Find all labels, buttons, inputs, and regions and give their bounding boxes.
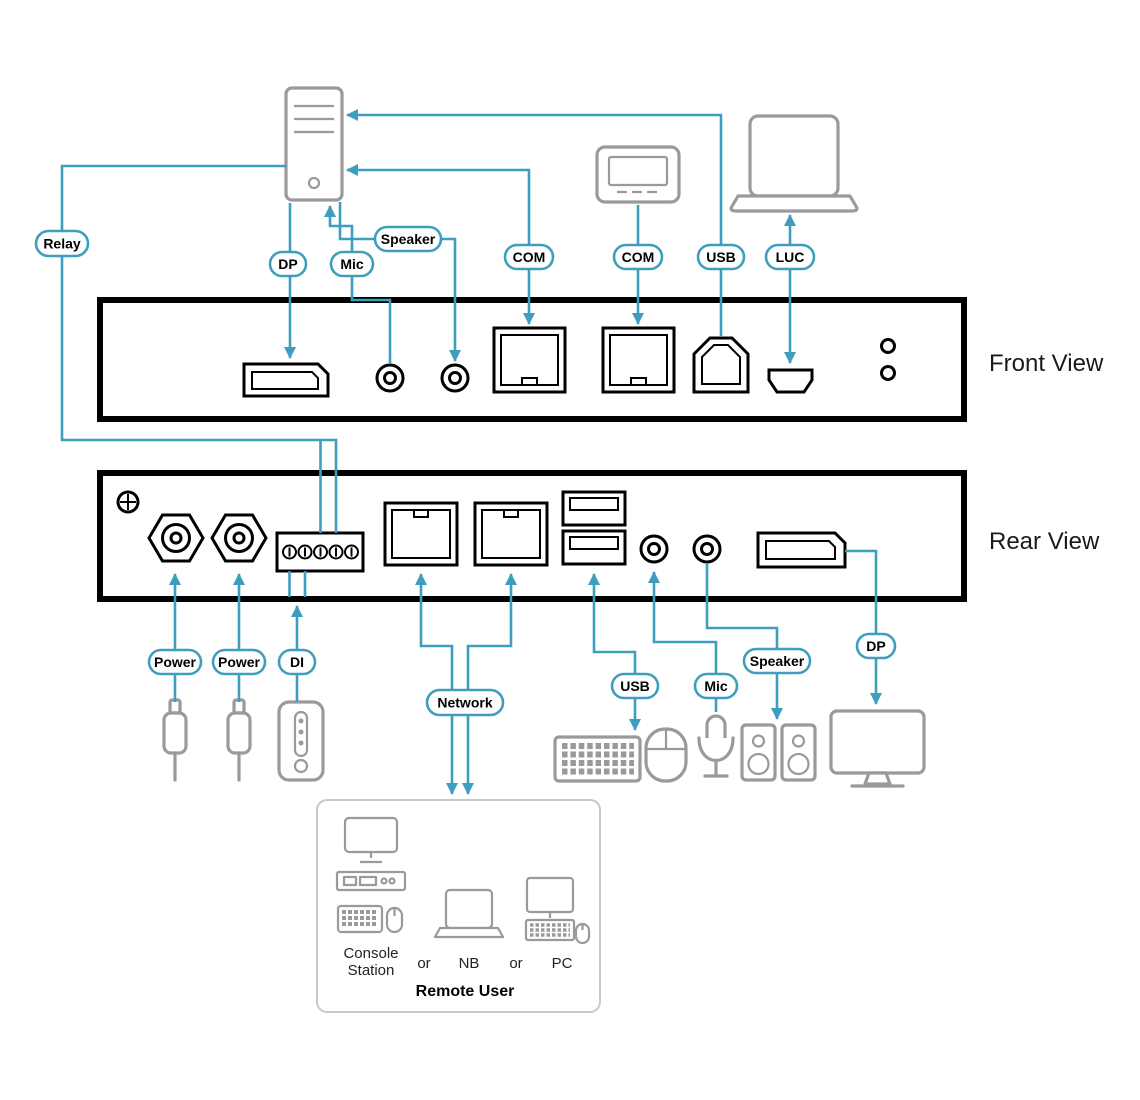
network-label-pill <box>425 688 505 717</box>
dp-front-label-pill <box>268 250 308 278</box>
speaker-jack-rear <box>692 534 722 564</box>
pc-label: PC <box>552 955 573 972</box>
notebook-icon <box>433 888 505 939</box>
usb-rear-label-pill <box>610 672 660 700</box>
com2-label: COM <box>622 249 655 265</box>
front-led-1 <box>880 338 896 354</box>
console-station-icon <box>335 816 407 934</box>
mic-jack-front <box>375 363 405 393</box>
network-port-1 <box>383 501 459 567</box>
nb-label: NB <box>459 955 480 972</box>
terminal-block <box>275 531 365 573</box>
mic-rear-label-pill <box>693 672 739 700</box>
relay-label: Relay <box>43 236 81 252</box>
power1-label-pill <box>147 648 203 676</box>
network-label: Network <box>437 695 492 711</box>
or-label-1: or <box>417 955 430 972</box>
desktop-pc-icon <box>524 876 591 945</box>
power-socket-1 <box>147 513 205 563</box>
network-port-2 <box>473 501 549 567</box>
mic-front-label: Mic <box>340 256 364 272</box>
speaker-jack-front <box>440 363 470 393</box>
or-label-2: or <box>509 955 522 972</box>
relay-wire <box>60 164 338 533</box>
luc-label: LUC <box>776 249 805 265</box>
power2-label-pill <box>211 648 267 676</box>
computer-tower-icon <box>284 86 344 202</box>
displayport-front <box>242 362 330 398</box>
power1-label: Power <box>154 654 197 670</box>
di-sensor-icon <box>277 700 325 782</box>
mic-jack-rear <box>639 534 669 564</box>
com2-label-pill <box>612 243 664 271</box>
usb-front-label-pill <box>696 243 746 271</box>
usb-rear-label: USB <box>620 678 650 694</box>
com-port-2 <box>601 326 676 394</box>
labels: Relay DP Mic Speaker COM COM USB LUC Pow… <box>34 225 897 717</box>
com1-wire <box>346 164 535 325</box>
di-label-pill <box>277 648 317 676</box>
displayport-rear <box>756 531 847 569</box>
mouse-icon <box>644 727 688 783</box>
network-wire-1 <box>415 573 458 795</box>
speakers-icon <box>740 723 817 782</box>
front-view-title: Front View <box>989 350 1104 377</box>
remote-user-title: Remote User <box>416 983 515 1000</box>
luc-mini-usb-port <box>767 368 814 394</box>
rear-view-title: Rear View <box>989 528 1100 555</box>
com1-label: COM <box>513 249 546 265</box>
usb-front-label: USB <box>706 249 736 265</box>
mic-front-label-pill <box>329 250 375 278</box>
power-plug-icon-1 <box>162 698 188 782</box>
relay-label-pill <box>34 229 90 258</box>
laptop-icon <box>729 114 859 213</box>
luc-label-pill <box>764 243 816 271</box>
usb-b-port-front <box>692 336 750 394</box>
di-label: DI <box>290 654 304 670</box>
speaker-front-label-pill <box>373 225 443 253</box>
dp-rear-label: DP <box>866 638 885 654</box>
power2-label: Power <box>218 654 261 670</box>
speaker-rear-label-pill <box>742 647 812 675</box>
dp-rear-label-pill <box>855 632 897 660</box>
front-led-2 <box>880 365 896 381</box>
com1-label-pill <box>503 243 555 271</box>
power-plug-icon-2 <box>226 698 252 782</box>
remote-user-box: Console Station or NB or PC Remote User <box>316 799 601 1013</box>
di-terminal-stubs <box>288 571 307 597</box>
mic-rear-label: Mic <box>704 678 728 694</box>
com-port-1 <box>492 326 567 394</box>
console-station-label-1: Console <box>343 945 398 962</box>
dp-front-label: DP <box>278 256 297 272</box>
keyboard-icon <box>553 735 642 783</box>
grounding-screw <box>116 490 140 514</box>
usb-a-ports-rear <box>561 490 627 566</box>
microphone-icon <box>697 714 735 778</box>
network-wire-2 <box>462 573 517 795</box>
front-panel <box>97 297 967 422</box>
power-socket-2 <box>210 513 268 563</box>
speaker-rear-label: Speaker <box>750 653 805 669</box>
console-station-label-2: Station <box>348 962 395 979</box>
monitor-icon <box>829 709 926 788</box>
speaker-front-label: Speaker <box>381 231 436 247</box>
rear-panel <box>97 470 967 602</box>
serial-terminal-icon <box>595 145 681 204</box>
